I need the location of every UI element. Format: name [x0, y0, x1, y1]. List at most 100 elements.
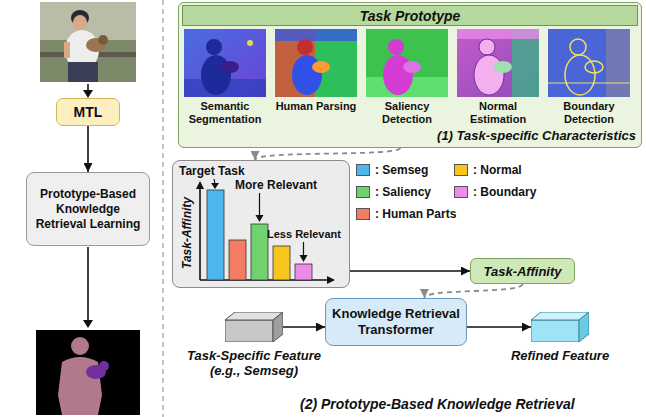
semseg-prototype [184, 29, 266, 97]
annotation-text: Target Task [179, 164, 245, 178]
feature-cuboid [531, 312, 589, 342]
dashed-arrow [255, 148, 400, 160]
task-caption: Human Parsing [272, 100, 360, 113]
parsing-prototype-part [292, 55, 322, 95]
input-photo-part [68, 62, 98, 82]
node-text: Task-Specific Feature (e.g., Semseg) [176, 348, 332, 378]
input-photo-part [98, 35, 108, 45]
arrow-head [83, 320, 93, 328]
semseg-prototype-part [201, 55, 231, 95]
affinity-bar-chart-part [196, 181, 204, 189]
feature-cuboid [225, 312, 283, 342]
affinity-bar-chart-part [273, 246, 290, 280]
saliency-prototype-part [388, 39, 404, 55]
legend-entry: : Normal [454, 163, 522, 177]
task-caption: Semantic Segmentation [181, 100, 269, 126]
cuboid-face [225, 320, 273, 342]
legend-text: : Semseg [375, 163, 428, 177]
flow-arrow [87, 247, 89, 321]
legend-entry: : Saliency [356, 185, 431, 199]
flow-arrow [350, 270, 470, 272]
legend-swatch [356, 164, 370, 176]
input-photo-part [40, 2, 136, 82]
cuboid-face [273, 312, 283, 342]
section-caption: (1) Task-specific Characteristics [437, 128, 636, 143]
transformer-box: Knowledge Retrieval Transformer [325, 298, 467, 346]
legend-entry: : Semseg [356, 163, 428, 177]
flow-arrow [467, 326, 531, 328]
legend-swatch [454, 164, 468, 176]
task-caption: Normal Estimation [454, 100, 542, 126]
prototype-panel: Task Prototype [178, 2, 642, 148]
boundary-prototype-part [606, 29, 630, 97]
boundary-prototype [548, 29, 630, 97]
semseg-prototype-part [247, 40, 253, 46]
affinity-bar-chart-part [207, 190, 224, 280]
task-caption: Saliency Detection [363, 100, 451, 126]
saliency-prototype-part [403, 61, 421, 73]
annotation-text: Less Relevant [267, 227, 341, 241]
arrow-head [83, 90, 93, 98]
cuboid-face [531, 320, 579, 342]
input-photo-part [73, 15, 87, 31]
affinity-bar-chart-part [251, 224, 268, 280]
boundary-prototype-part [548, 29, 630, 97]
normal-prototype-part [479, 39, 495, 55]
affinity-bar-chart-part [327, 276, 335, 284]
feature-node: Refined Feature [505, 312, 615, 363]
boundary-prototype-part [585, 61, 603, 73]
affinity-box: Task-Affinity [470, 258, 575, 284]
affinity-bar-chart-part [295, 264, 312, 280]
saliency-prototype [366, 29, 448, 97]
node-text: Knowledge Retrieval Transformer [332, 306, 460, 338]
legend-text: : Boundary [473, 185, 536, 199]
affinity-chart-box: Target TaskMore RelevantLess Relevant Tas… [172, 160, 350, 288]
legend-text: : Saliency [375, 185, 431, 199]
cuboid-face [579, 312, 589, 342]
node-text: Prototype-Based Knowledge Retrieval Lear… [32, 187, 144, 232]
normal-prototype-part [512, 29, 539, 97]
saliency-prototype-part [383, 55, 413, 95]
parsing-prototype [275, 29, 357, 97]
annotation-text: More Relevant [235, 178, 317, 192]
affinity-bar-chart-part [256, 215, 264, 222]
process-box: Prototype-Based Knowledge Retrieval Lear… [26, 172, 150, 246]
semseg-prototype-part [221, 61, 239, 73]
affinity-bar-chart-part [229, 240, 246, 280]
legend-swatch [356, 186, 370, 198]
parsing-prototype-part [275, 29, 357, 41]
parsing-prototype-part [275, 29, 357, 97]
axis-label: Task-Affinity [180, 197, 194, 269]
feature-node: Task-Specific Feature (e.g., Semseg) [176, 312, 332, 378]
task-caption: Boundary Detection [545, 100, 633, 126]
affinity-bar-chart-part [259, 193, 260, 216]
parsing-prototype-part [297, 39, 313, 55]
chart-ground [172, 160, 350, 288]
affinity-bar-chart-part [303, 242, 304, 256]
legend-entry: : Human Parts [356, 207, 456, 221]
panel-heading: Task Prototype [182, 5, 638, 26]
semseg-prototype-part [184, 29, 266, 97]
flow-arrow [87, 126, 89, 172]
flow-arrow [87, 84, 89, 91]
output-mask-part [99, 361, 109, 371]
output-mask [36, 330, 140, 415]
panel-divider [162, 0, 163, 417]
boundary-prototype-part [548, 83, 630, 84]
node-text: MTL [74, 104, 103, 120]
parsing-prototype-part [312, 61, 330, 73]
input-photo [40, 2, 136, 82]
legend-entry: : Boundary [454, 185, 536, 199]
input-photo-part [64, 42, 70, 58]
normal-prototype-part [457, 29, 539, 39]
affinity-bar-chart-part [300, 255, 308, 262]
legend-text: : Human Parts [375, 207, 456, 221]
affinity-bar-chart-part [199, 188, 201, 280]
node-text: Task-Affinity [483, 264, 561, 279]
boundary-prototype-part [570, 39, 586, 55]
section-caption: (2) Prototype-Based Knowledge Retrieval [300, 396, 575, 412]
normal-prototype-part [494, 61, 512, 73]
saliency-prototype-part [366, 29, 448, 97]
node-text: Refined Feature [505, 348, 615, 363]
